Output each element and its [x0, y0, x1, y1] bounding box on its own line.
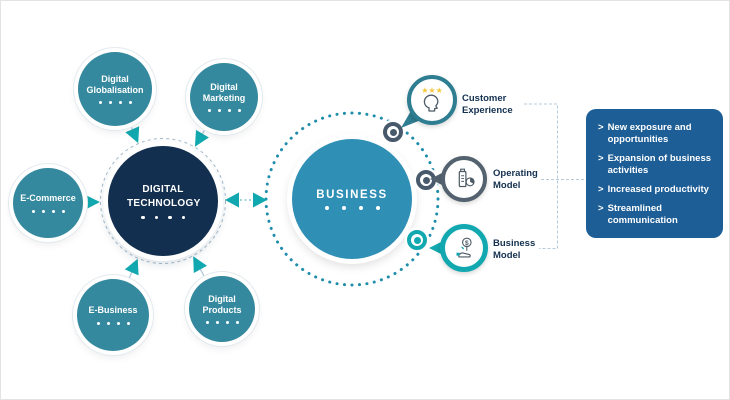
dots-decoration	[28, 209, 68, 213]
dots-decoration	[202, 321, 242, 325]
marker-core	[413, 236, 421, 244]
satellite-label: E-Commerce	[20, 193, 76, 204]
ring-marker-business-model	[407, 230, 427, 250]
benefit-item: > Increased productivity	[598, 184, 715, 196]
factory-chart-icon	[458, 168, 475, 188]
benefit-prefix: >	[598, 122, 604, 134]
benefit-text: Increased productivity	[607, 183, 709, 195]
operating-model-label: Operating Model	[493, 168, 538, 191]
benefit-text: New exposure and opportunities	[607, 122, 692, 146]
business-label: BUSINESS	[316, 188, 388, 201]
benefit-item: > Expansion of business activities	[598, 153, 715, 177]
satellite-label: Digital Globalisation	[86, 73, 144, 95]
satellite-e-business: E-Business	[77, 279, 149, 351]
satellite-label: Digital Products	[202, 293, 242, 315]
dots-decoration	[95, 101, 135, 105]
business-model-bubble: $	[440, 224, 488, 272]
customer-experience-bubble: ★★★	[407, 75, 457, 125]
marker-core	[422, 176, 430, 184]
benefit-prefix: >	[598, 202, 604, 214]
benefit-text: Streamlined communication	[607, 202, 678, 226]
hub-digital-technology: DIGITAL TECHNOLOGY	[108, 146, 218, 256]
satellite-digital-marketing: Digital Marketing	[190, 63, 258, 131]
hub-business-double-arrow	[225, 192, 267, 208]
hub-label: DIGITAL TECHNOLOGY	[127, 183, 201, 209]
satellite-digital-globalisation: Digital Globalisation	[78, 52, 152, 126]
satellite-e-commerce: E-Commerce	[13, 168, 83, 238]
satellite-digital-products: Digital Products	[189, 276, 255, 342]
ring-marker-customer-experience	[383, 122, 403, 142]
svg-text:$: $	[465, 240, 469, 247]
customer-experience-label: Customer Experience	[462, 93, 513, 116]
hand-money-plant-icon: $	[456, 237, 472, 258]
benefits-panel: > New exposure and opportunities > Expan…	[586, 109, 723, 238]
business-model-label: Business Model	[493, 238, 536, 261]
satellite-label: E-Business	[88, 305, 138, 316]
benefit-prefix: >	[598, 183, 604, 195]
dots-decoration	[93, 321, 133, 325]
benefit-item: > Streamlined communication	[598, 203, 715, 227]
marker-core	[389, 128, 397, 136]
operating-model-bubble	[441, 156, 487, 202]
dots-decoration	[318, 205, 386, 210]
dots-decoration	[136, 215, 190, 220]
dots-decoration	[204, 109, 244, 113]
benefit-text: Expansion of business activities	[607, 153, 712, 177]
satellite-label: Digital Marketing	[202, 81, 246, 103]
benefit-prefix: >	[598, 153, 604, 165]
svg-text:★★★: ★★★	[421, 86, 443, 95]
business-circle: BUSINESS	[292, 139, 412, 259]
head-with-stars-icon: ★★★	[421, 86, 443, 112]
benefit-item: > New exposure and opportunities	[598, 122, 715, 146]
